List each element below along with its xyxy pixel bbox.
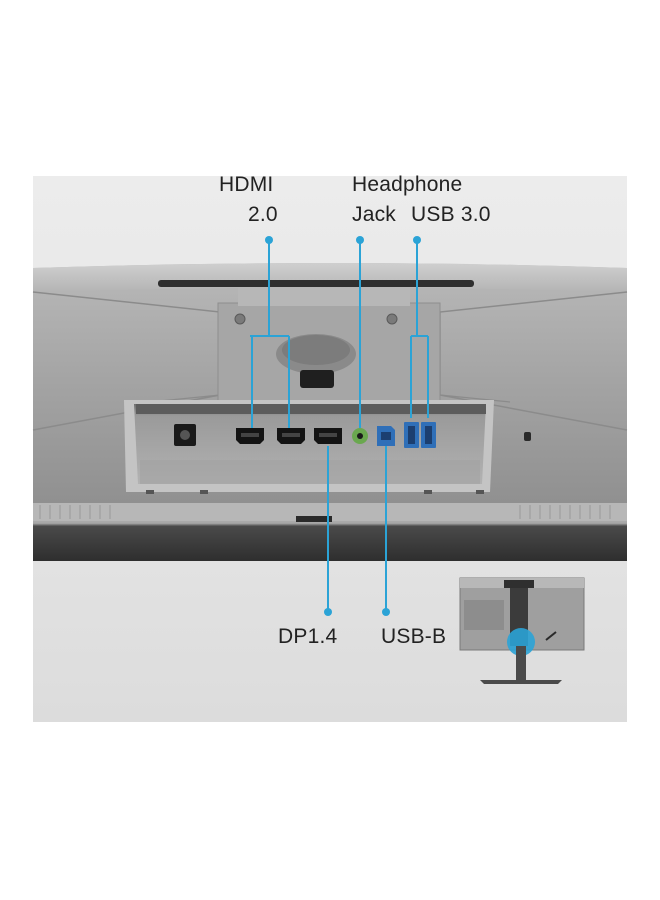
usb-b-port-icon	[377, 426, 395, 446]
usb-a-port-icon	[421, 422, 436, 448]
stand-mount-plate	[217, 288, 441, 403]
hdmi-callout	[250, 240, 290, 428]
hdmi-callout-dot	[265, 236, 273, 244]
headphone-callout-dot	[356, 236, 364, 244]
headphone-label: Headphone	[352, 173, 463, 196]
hdmi-port-icon	[277, 428, 305, 444]
usb3-callout-dot	[413, 236, 421, 244]
usb3-label: USB 3.0	[411, 203, 491, 226]
cable-clip	[300, 370, 334, 388]
usbb-callout-dot	[382, 608, 390, 616]
headphone-jack-label: Jack	[352, 203, 396, 226]
usbb-label: USB-B	[381, 625, 447, 648]
displayport-icon	[314, 428, 342, 444]
dp-label: DP1.4	[278, 625, 338, 648]
usb-a-port-icon	[404, 422, 419, 448]
hdmi-version-label: 2.0	[248, 203, 278, 226]
io-port-bay	[124, 400, 494, 494]
monitor-bottom-bezel	[33, 503, 627, 561]
usb3-callout	[410, 240, 429, 418]
headphone-jack-icon	[352, 428, 368, 444]
kensington-lock-icon	[524, 432, 531, 441]
inset-monitor-thumbnail	[459, 577, 585, 684]
hdmi-label: HDMI	[219, 173, 274, 196]
hdmi-port-icon	[236, 428, 264, 444]
dc-power-port-icon	[174, 424, 196, 446]
dp-callout-dot	[324, 608, 332, 616]
callout-lines	[250, 240, 429, 610]
